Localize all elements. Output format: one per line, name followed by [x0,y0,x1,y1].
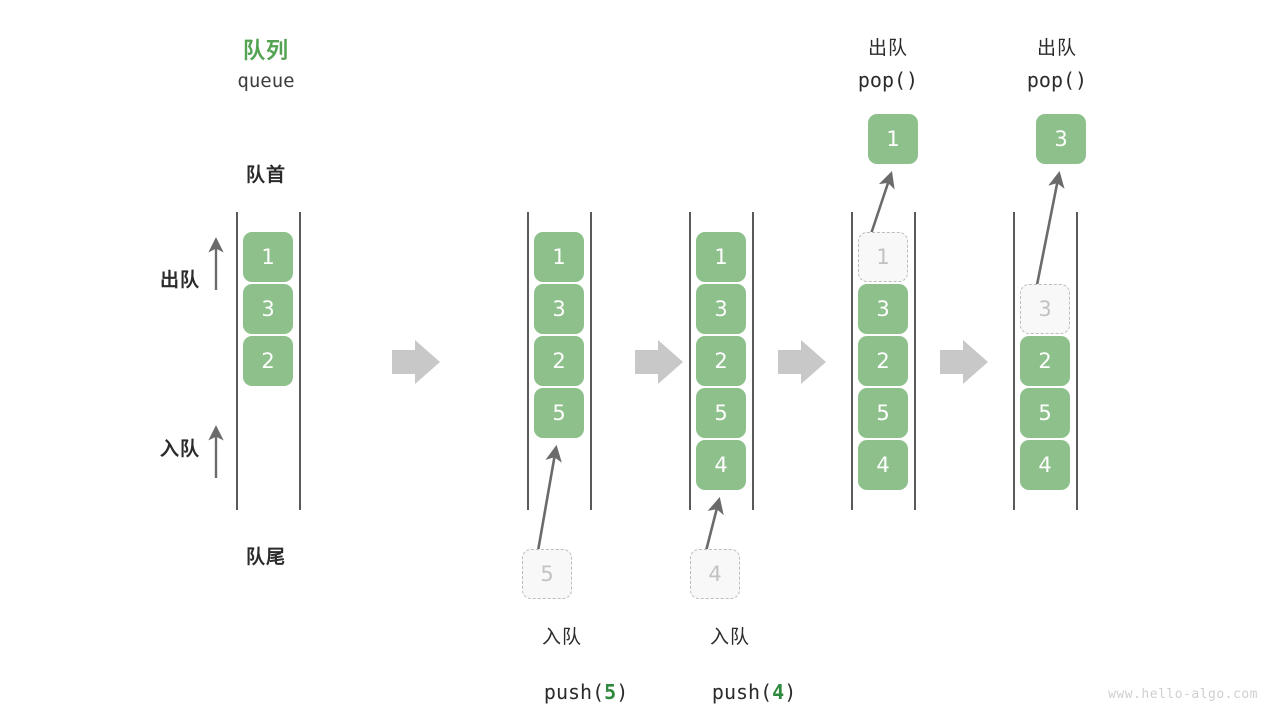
queue-cell: 1 [534,232,584,282]
queue-cell: 1 [243,232,293,282]
push-motion-arrow-4 [704,496,724,552]
rail-right [914,212,916,510]
push-motion-arrow-5 [536,444,562,552]
rail-left [1013,212,1015,510]
rail-right [590,212,592,510]
push-5-label-cn: 入队 [541,627,582,648]
queue-cell: 2 [243,336,293,386]
queue-cell: 2 [1020,336,1070,386]
push-5-label-code: push(5) [482,656,642,720]
rail-right [299,212,301,510]
enqueue-label: 入队 [159,439,200,460]
push-4-code-suffix: ) [784,680,797,704]
step-arrow-1 [392,340,440,384]
pop-3-label-cn: 出队 [1036,38,1077,59]
queue-cell: 3 [696,284,746,334]
queue-cell: 2 [858,336,908,386]
incoming-cell-5: 5 [522,549,572,599]
popped-cell-1: 1 [868,114,918,164]
rail-left [851,212,853,510]
rail-right [1076,212,1078,510]
popped-cell-3: 3 [1036,114,1086,164]
pop-1-label-cn: 出队 [867,38,908,59]
queue-cell-ghost: 3 [1020,284,1070,334]
queue-cell: 5 [696,388,746,438]
push-4-code-arg: 4 [772,680,785,704]
rear-label: 队尾 [245,547,286,568]
pop-3-label-code: pop() [1026,68,1088,92]
queue-cell-ghost: 1 [858,232,908,282]
pop-motion-arrow-3 [1034,170,1065,291]
queue-cell: 3 [858,284,908,334]
push-5-code-suffix: ) [616,680,629,704]
step-arrow-3 [778,340,826,384]
queue-cell: 5 [1020,388,1070,438]
rail-left [236,212,238,510]
push-4-label-cn: 入队 [709,627,750,648]
queue-cell: 4 [696,440,746,490]
queue-cell: 1 [696,232,746,282]
queue-cell: 3 [534,284,584,334]
queue-cell: 5 [858,388,908,438]
rail-left [527,212,529,510]
queue-cell: 4 [1020,440,1070,490]
front-label: 队首 [245,165,286,186]
rail-left [689,212,691,510]
page-title-en: queue [237,70,295,92]
step-arrow-2 [635,340,683,384]
page-title-cn: 队列 [242,38,289,63]
step-arrow-4 [940,340,988,384]
push-5-code-prefix: push( [543,680,605,704]
pop-1-label-code: pop() [857,68,919,92]
push-4-label-code: push(4) [650,656,810,720]
queue-cell: 4 [858,440,908,490]
queue-cell: 2 [696,336,746,386]
queue-cell: 3 [243,284,293,334]
queue-cell: 2 [534,336,584,386]
push-5-code-arg: 5 [604,680,617,704]
queue-cell: 5 [534,388,584,438]
rail-right [752,212,754,510]
incoming-cell-4: 4 [690,549,740,599]
dequeue-label: 出队 [159,270,200,291]
push-4-code-prefix: push( [711,680,773,704]
watermark: www.hello-algo.com [1108,687,1258,702]
pop-motion-arrow-1 [867,171,895,241]
